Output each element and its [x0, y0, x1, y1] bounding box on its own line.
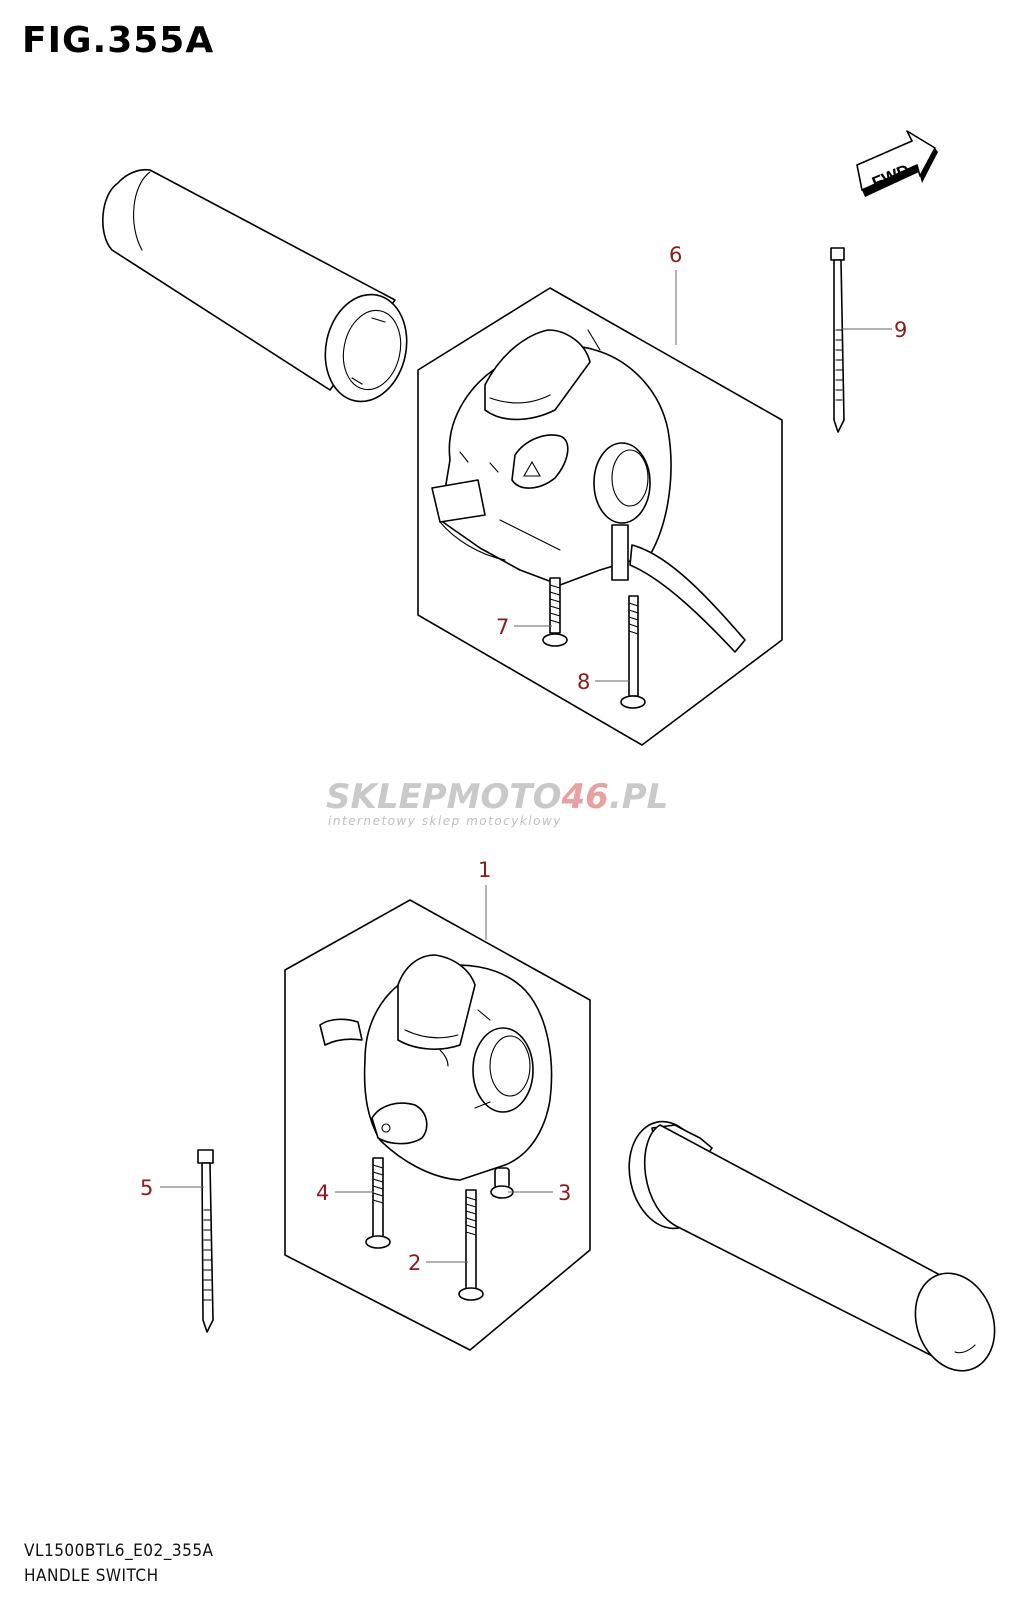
svg-text:7: 7: [496, 615, 509, 639]
cable-tie-5: [197, 1149, 214, 1333]
figure-title: FIG.355A: [22, 20, 215, 61]
callout-3: 3: [508, 1181, 571, 1205]
screw-8: [620, 595, 646, 709]
watermark-brand: SKLEPMOTO: [326, 777, 561, 817]
upper-assembly-box: [417, 287, 783, 746]
fwd-arrow-icon: FWD: [856, 130, 938, 197]
svg-text:5: 5: [140, 1176, 153, 1200]
cable-tie-9: [830, 247, 845, 433]
svg-text:8: 8: [577, 670, 590, 694]
lower-assembly-box: [284, 899, 591, 1351]
svg-text:SKLEPMOTO46.PL: SKLEPMOTO46.PL: [326, 777, 668, 817]
callout-4: 4: [316, 1181, 374, 1205]
callout-7: 7: [496, 615, 552, 639]
watermark-tagline: internetowy sklep motocyklowy: [328, 814, 562, 828]
screw-7: [542, 577, 568, 647]
watermark: SKLEPMOTO46.PL internetowy sklep motocyk…: [326, 777, 668, 828]
svg-text:4: 4: [316, 1181, 329, 1205]
left-grip: [102, 168, 408, 403]
callout-5: 5: [140, 1176, 204, 1200]
svg-text:2: 2: [408, 1251, 421, 1275]
svg-text:1: 1: [478, 858, 491, 882]
callout-1: 1: [478, 858, 491, 940]
svg-text:9: 9: [894, 318, 907, 342]
screw-2: [458, 1189, 484, 1301]
svg-text:3: 3: [558, 1181, 571, 1205]
svg-text:6: 6: [669, 243, 682, 267]
screw-3: [490, 1167, 514, 1199]
figure-name: HANDLE SWITCH: [24, 1566, 159, 1586]
watermark-number: 46: [560, 777, 608, 817]
right-grip: [628, 1120, 996, 1372]
callout-2: 2: [408, 1251, 468, 1275]
figure-code: VL1500BTL6_E02_355A: [24, 1541, 214, 1561]
watermark-domain: .PL: [609, 777, 669, 817]
screw-4: [365, 1157, 391, 1249]
callout-6: 6: [669, 243, 682, 345]
callout-9: 9: [842, 318, 907, 342]
callout-8: 8: [577, 670, 630, 694]
left-handle-switch: [319, 954, 553, 1181]
right-handle-switch: [431, 329, 746, 653]
